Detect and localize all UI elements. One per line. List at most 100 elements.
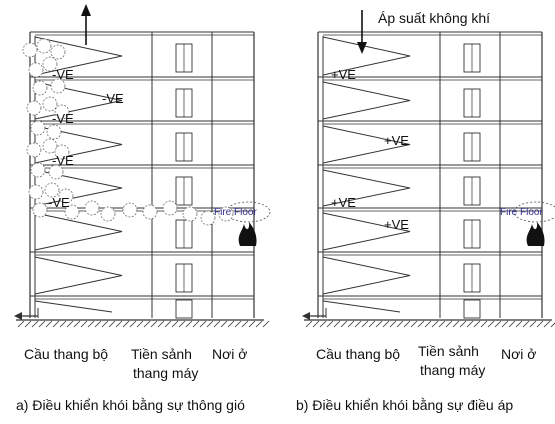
ground-hatch <box>129 320 137 328</box>
left-lobby-label-2: thang máy <box>133 365 199 381</box>
left-fire-floor-label: Fire Floor <box>214 207 257 218</box>
ground-hatch <box>66 320 74 328</box>
ground-hatch <box>31 320 39 328</box>
left-ve-label-5: -VE <box>48 195 70 210</box>
ground-hatch <box>185 320 193 328</box>
smoke-puff <box>32 80 48 96</box>
ground-hatch <box>417 320 425 328</box>
elevator-door <box>175 299 193 319</box>
ground-hatch <box>150 320 158 328</box>
ground-hatch <box>522 320 530 328</box>
ground <box>16 319 270 328</box>
left-ve-label-3: -VE <box>52 111 74 126</box>
smoke-puff <box>28 184 44 200</box>
ground-hatch <box>333 320 341 328</box>
ground-hatch <box>45 320 53 328</box>
ground-hatch <box>192 320 200 328</box>
smoke-puff <box>28 62 44 78</box>
left-stair-label: Cầu thang bộ <box>24 346 109 362</box>
ground-hatch <box>136 320 144 328</box>
ground-hatch <box>108 320 116 328</box>
smoke-puff <box>122 202 138 218</box>
right-stair-label: Cầu thang bộ <box>316 346 401 362</box>
ground-hatch <box>361 320 369 328</box>
ground-hatch <box>213 320 221 328</box>
smoke-puff <box>44 182 60 198</box>
ground-hatch <box>473 320 481 328</box>
right-ve-label-4: +VE <box>384 217 409 232</box>
ground-hatch <box>396 320 404 328</box>
ground-hatch <box>87 320 95 328</box>
right-ve-label-2: +VE <box>384 133 409 148</box>
ground <box>304 319 555 328</box>
smoke-puff <box>30 120 46 136</box>
stair-flight <box>322 169 411 207</box>
smoke-puff <box>50 78 66 94</box>
ground-hatch <box>248 320 256 328</box>
smoke-puff <box>42 138 58 154</box>
ground-hatch <box>326 320 334 328</box>
smoke-puff <box>162 200 178 216</box>
exit-arrow-head <box>14 312 22 320</box>
ground-hatch <box>164 320 172 328</box>
left-ve-label-2: -VE <box>102 91 124 106</box>
smoke-puff <box>58 188 74 204</box>
ground-hatch <box>347 320 355 328</box>
ground-hatch <box>262 320 270 328</box>
ground-hatch <box>431 320 439 328</box>
ground-hatch <box>550 322 555 328</box>
smoke-puff <box>48 164 64 180</box>
smoke-puff <box>84 200 100 216</box>
ground-hatch <box>354 320 362 328</box>
left-ve-label-4: -VE <box>52 153 74 168</box>
ground-hatch <box>52 320 60 328</box>
right-caption: b) Điều khiển khói bằng sự điều áp <box>296 397 514 413</box>
right-fire-floor-label: Fire Floor <box>500 207 543 218</box>
ground-hatch <box>480 320 488 328</box>
ground-hatch <box>368 320 376 328</box>
exit-arrow-head <box>302 312 310 320</box>
ground-hatch <box>410 320 418 328</box>
ground-hatch <box>157 320 165 328</box>
stair-flight <box>322 256 411 295</box>
fire-floor-cloud <box>513 201 555 223</box>
ground-hatch <box>206 320 214 328</box>
ground-hatch <box>171 320 179 328</box>
ground-hatch <box>487 320 495 328</box>
left-occupied-label: Nơi ở <box>212 346 248 362</box>
ground-hatch <box>234 320 242 328</box>
elevator-door <box>463 299 481 319</box>
stair-flight <box>34 256 123 295</box>
ground-hatch <box>17 320 25 328</box>
smoke-puff <box>142 204 158 220</box>
fire-icon <box>238 222 257 246</box>
left-ve-label-1: -VE <box>52 67 74 82</box>
ground-hatch <box>382 320 390 328</box>
stair-flight <box>34 36 123 76</box>
ground-hatch <box>375 320 383 328</box>
ground-hatch <box>80 320 88 328</box>
ground-hatch <box>501 320 509 328</box>
smoke-puff <box>32 202 48 218</box>
ground-hatch <box>220 320 228 328</box>
ground-hatch <box>94 320 102 328</box>
ground-hatch <box>515 320 523 328</box>
fire-icon <box>526 222 545 246</box>
smoke-puff <box>54 104 70 120</box>
smoke-puff <box>182 206 198 222</box>
smoke-puff <box>200 210 216 226</box>
ground-hatch <box>59 320 67 328</box>
right-ve-label-1: +VE <box>331 67 356 82</box>
ground-hatch <box>101 320 109 328</box>
stair-flight <box>322 300 401 313</box>
smoke-puff <box>64 204 80 220</box>
exhaust-arrow-head <box>81 4 91 16</box>
ground-hatch <box>38 320 46 328</box>
smoke-puff <box>54 144 70 160</box>
ground-hatch <box>529 320 537 328</box>
smoke-puff <box>218 206 234 222</box>
stair-flight <box>322 125 411 164</box>
right-ve-label-3: +VE <box>331 195 356 210</box>
stair-flight <box>322 36 411 76</box>
